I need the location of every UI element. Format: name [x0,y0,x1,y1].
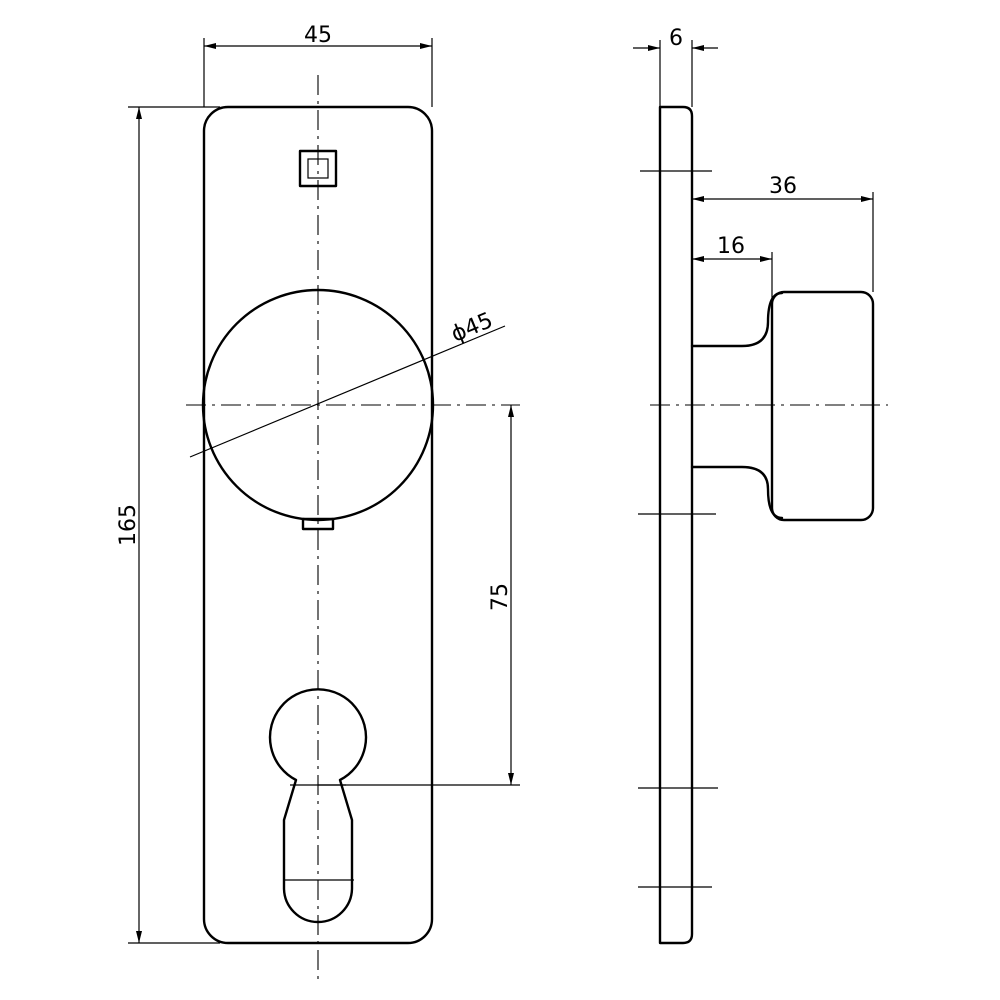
thickness-dimension-label: 6 [669,26,683,51]
offset-dimension-label: 75 [488,583,513,611]
knob-neck-lower-outline [690,465,784,520]
diameter-dimension-label: ϕ45 [448,308,497,347]
side-view: 6 36 16 [633,26,888,945]
projection-dimension-label: 36 [769,174,797,199]
width-dimension-label: 45 [304,23,332,48]
rose-notch [301,517,335,531]
neck-dimension-label: 16 [717,234,745,259]
front-view: 45 165 ϕ45 75 [116,23,520,985]
side-plate-outline [658,105,694,945]
knob-neck-upper-outline [690,291,784,348]
cylinder-keyhole-outline [268,688,368,924]
height-dimension-label: 165 [116,504,141,546]
knob-head-outline [770,290,875,522]
diameter-leader-line [189,325,506,458]
